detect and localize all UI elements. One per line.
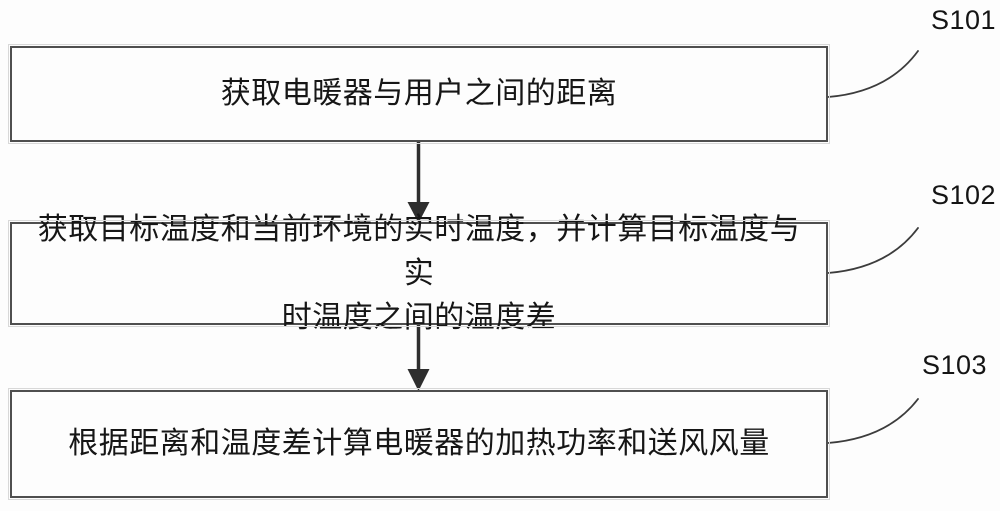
step-box-s103: 根据距离和温度差计算电暖器的加热功率和送风风量 xyxy=(8,388,830,500)
step-label-s103: S103 xyxy=(922,350,988,380)
step-label-s102: S102 xyxy=(931,180,997,210)
leader-curve-s101 xyxy=(827,50,919,98)
leader-curve-s102 xyxy=(827,227,919,274)
step-box-s101: 获取电暖器与用户之间的距离 xyxy=(8,44,830,144)
step-label-s101: S101 xyxy=(931,5,997,35)
step-text-s101: 获取电暖器与用户之间的距离 xyxy=(220,77,618,110)
arrow-down-2-head xyxy=(407,369,430,391)
leader-curve-s103 xyxy=(827,398,919,444)
step-box-s102: 获取目标温度和当前环境的实时温度，并计算目标温度与实 时温度之间的温度差 xyxy=(8,213,830,334)
step-text-s102: 获取目标温度和当前环境的实时温度，并计算目标温度与实 时温度之间的温度差 xyxy=(37,212,801,334)
step-text-s103: 根据距离和温度差计算电暖器的加热功率和送风风量 xyxy=(68,427,770,460)
